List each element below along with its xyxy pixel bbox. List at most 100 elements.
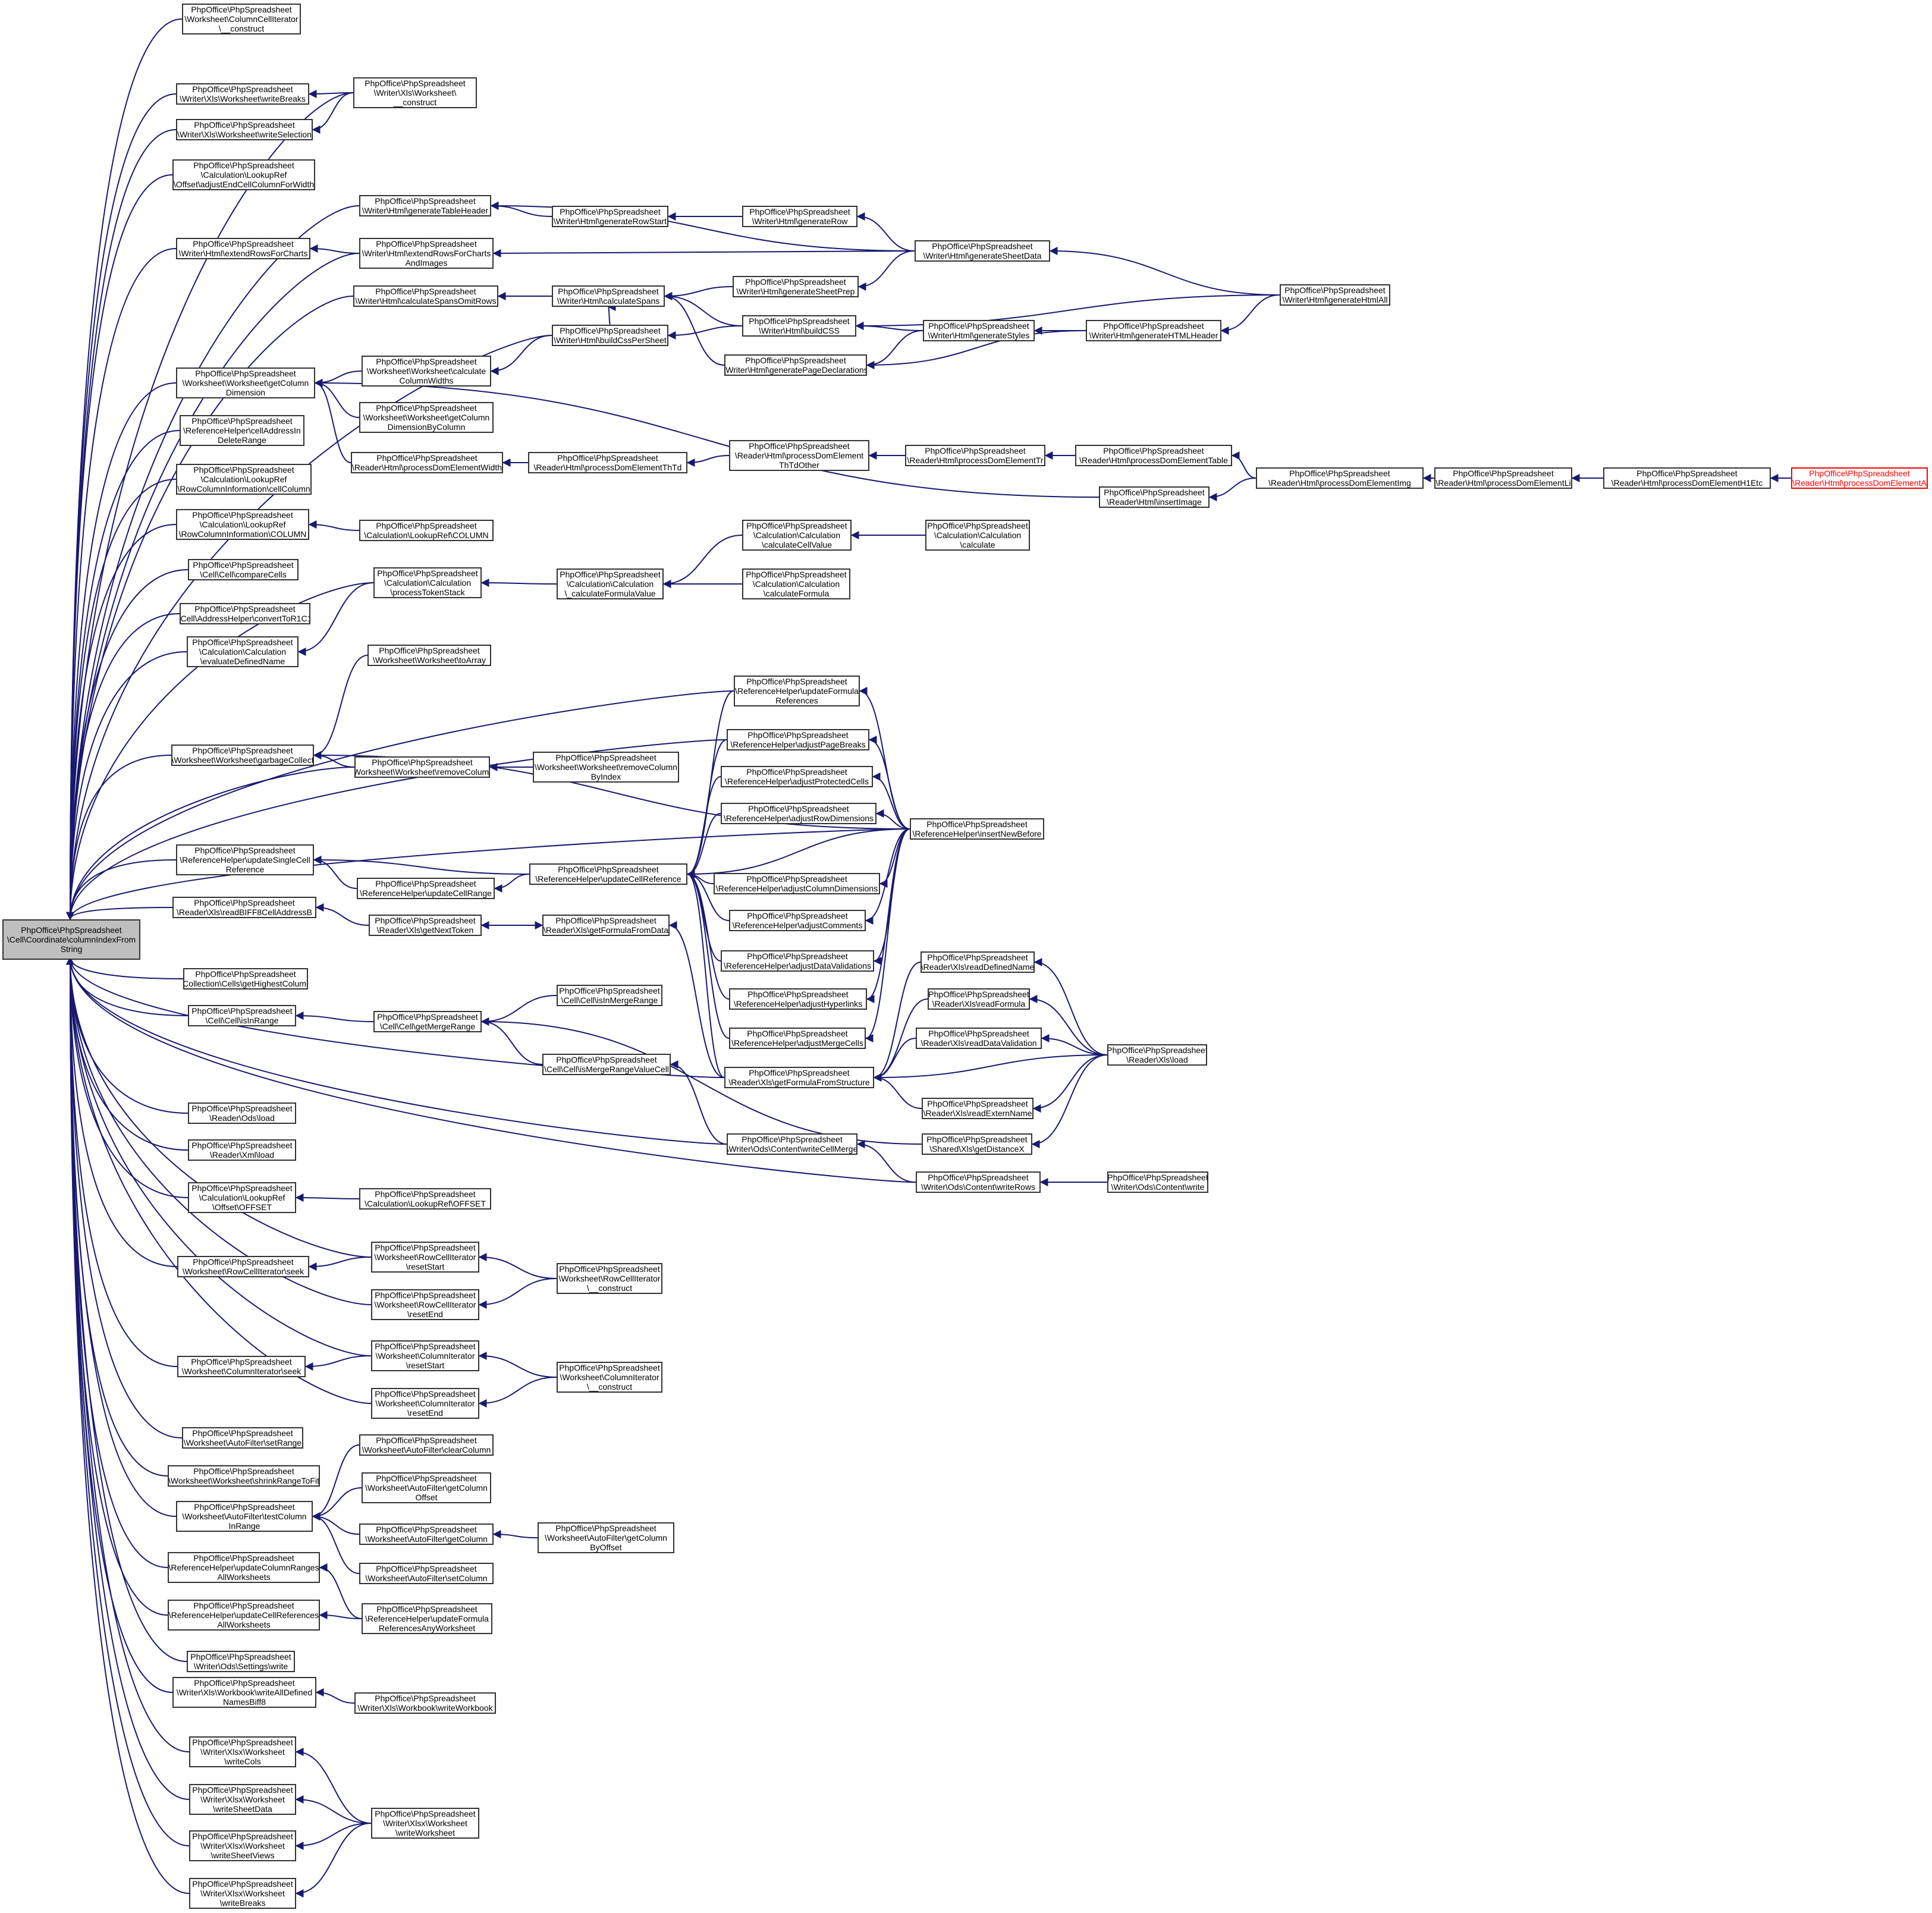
- graph-node[interactable]: PhpOffice\PhpSpreadsheet \ReferenceHelpe…: [729, 910, 866, 931]
- graph-node[interactable]: PhpOffice\PhpSpreadsheet \Worksheet\Auto…: [538, 1522, 674, 1553]
- graph-node[interactable]: PhpOffice\PhpSpreadsheet \Worksheet\Colu…: [182, 4, 301, 34]
- graph-node[interactable]: PhpOffice\PhpSpreadsheet \ReferenceHelpe…: [180, 415, 304, 446]
- graph-node[interactable]: PhpOffice\PhpSpreadsheet \Reader\Html\pr…: [1434, 467, 1572, 489]
- graph-node[interactable]: PhpOffice\PhpSpreadsheet \Reader\Xls\get…: [724, 1067, 874, 1088]
- graph-node[interactable]: PhpOffice\PhpSpreadsheet \ReferenceHelpe…: [721, 950, 874, 972]
- graph-node[interactable]: PhpOffice\PhpSpreadsheet \Reader\Xls\get…: [542, 915, 670, 936]
- graph-node[interactable]: PhpOffice\PhpSpreadsheet \Writer\Html\ca…: [353, 285, 498, 307]
- graph-node[interactable]: PhpOffice\PhpSpreadsheet \ReferenceHelpe…: [357, 878, 495, 899]
- graph-node[interactable]: PhpOffice\PhpSpreadsheet \Writer\Html\ge…: [359, 195, 491, 216]
- graph-node[interactable]: PhpOffice\PhpSpreadsheet \Reader\Html\pr…: [528, 452, 687, 473]
- graph-node[interactable]: PhpOffice\PhpSpreadsheet \Writer\Xlsx\Wo…: [189, 1830, 296, 1861]
- graph-node[interactable]: PhpOffice\PhpSpreadsheet \Writer\Xls\Wor…: [172, 1677, 316, 1708]
- graph-node[interactable]: PhpOffice\PhpSpreadsheet \ReferenceHelpe…: [721, 766, 873, 787]
- graph-node[interactable]: PhpOffice\PhpSpreadsheet \ReferenceHelpe…: [910, 818, 1044, 840]
- graph-node[interactable]: PhpOffice\PhpSpreadsheet \Calculation\Lo…: [172, 159, 315, 190]
- graph-node[interactable]: PhpOffice\PhpSpreadsheet \Worksheet\Work…: [533, 752, 679, 783]
- graph-node[interactable]: PhpOffice\PhpSpreadsheet \Writer\Html\ge…: [724, 354, 867, 376]
- graph-node[interactable]: PhpOffice\PhpSpreadsheet \Worksheet\Colu…: [177, 1356, 306, 1377]
- graph-node[interactable]: PhpOffice\PhpSpreadsheet \Writer\Xlsx\Wo…: [189, 1878, 296, 1909]
- graph-node[interactable]: PhpOffice\PhpSpreadsheet \Calculation\Ca…: [557, 568, 664, 599]
- graph-node[interactable]: PhpOffice\PhpSpreadsheet \Writer\Xls\Wor…: [176, 119, 313, 140]
- graph-node[interactable]: PhpOffice\PhpSpreadsheet \Worksheet\RowC…: [371, 1242, 479, 1273]
- graph-node[interactable]: PhpOffice\PhpSpreadsheet \Writer\Xlsx\Wo…: [189, 1736, 296, 1767]
- graph-node[interactable]: PhpOffice\PhpSpreadsheet \Calculation\Lo…: [176, 464, 312, 495]
- graph-node[interactable]: PhpOffice\PhpSpreadsheet \Writer\Html\bu…: [552, 325, 668, 346]
- graph-node[interactable]: PhpOffice\PhpSpreadsheet \Worksheet\Colu…: [371, 1340, 479, 1371]
- graph-node[interactable]: PhpOffice\PhpSpreadsheet \Worksheet\Work…: [168, 1465, 320, 1487]
- graph-node[interactable]: PhpOffice\PhpSpreadsheet \Worksheet\Auto…: [359, 1524, 494, 1545]
- graph-node[interactable]: PhpOffice\PhpSpreadsheet \ReferenceHelpe…: [176, 844, 314, 875]
- graph-node[interactable]: PhpOffice\PhpSpreadsheet \Cell\Cell\isMe…: [542, 1054, 671, 1075]
- graph-node[interactable]: PhpOffice\PhpSpreadsheet \Worksheet\Work…: [171, 745, 314, 766]
- graph-node[interactable]: PhpOffice\PhpSpreadsheet \Worksheet\Auto…: [359, 1434, 494, 1456]
- graph-node[interactable]: PhpOffice\PhpSpreadsheet \Worksheet\Work…: [354, 756, 490, 778]
- graph-node[interactable]: PhpOffice\PhpSpreadsheet \Calculation\Lo…: [188, 1182, 296, 1213]
- graph-node[interactable]: PhpOffice\PhpSpreadsheet \Reader\Html\in…: [1099, 486, 1210, 508]
- graph-node[interactable]: PhpOffice\PhpSpreadsheet \Calculation\Lo…: [359, 1188, 491, 1210]
- graph-node[interactable]: PhpOffice\PhpSpreadsheet \ReferenceHelpe…: [168, 1600, 320, 1631]
- graph-node[interactable]: PhpOffice\PhpSpreadsheet \Calculation\Ca…: [373, 567, 482, 598]
- graph-node[interactable]: PhpOffice\PhpSpreadsheet \ReferenceHelpe…: [529, 863, 687, 885]
- graph-node[interactable]: PhpOffice\PhpSpreadsheet \Collection\Cel…: [183, 968, 308, 990]
- graph-node[interactable]: PhpOffice\PhpSpreadsheet \Writer\Xlsx\Wo…: [189, 1784, 296, 1815]
- graph-node[interactable]: PhpOffice\PhpSpreadsheet \Calculation\Lo…: [176, 509, 309, 540]
- graph-node[interactable]: PhpOffice\PhpSpreadsheet \Writer\Ods\Con…: [1107, 1171, 1208, 1193]
- graph-node[interactable]: PhpOffice\PhpSpreadsheet \Reader\Xls\loa…: [1107, 1044, 1207, 1066]
- root-node[interactable]: PhpOffice\PhpSpreadsheet \Cell\Coordinat…: [2, 919, 140, 960]
- graph-node[interactable]: PhpOffice\PhpSpreadsheet \Calculation\Ca…: [187, 636, 299, 667]
- graph-node[interactable]: PhpOffice\PhpSpreadsheet \Writer\Xls\Wor…: [353, 77, 477, 108]
- graph-node[interactable]: PhpOffice\PhpSpreadsheet \ReferenceHelpe…: [714, 873, 880, 894]
- graph-node[interactable]: PhpOffice\PhpSpreadsheet \Writer\Xlsx\Wo…: [371, 1808, 479, 1839]
- graph-node[interactable]: PhpOffice\PhpSpreadsheet \Reader\Xls\rea…: [921, 951, 1035, 973]
- graph-node[interactable]: PhpOffice\PhpSpreadsheet \Reader\Xls\rea…: [928, 988, 1030, 1010]
- graph-node[interactable]: PhpOffice\PhpSpreadsheet \Writer\Xls\Wor…: [176, 83, 309, 105]
- graph-node[interactable]: PhpOffice\PhpSpreadsheet \ReferenceHelpe…: [734, 676, 860, 706]
- graph-node[interactable]: PhpOffice\PhpSpreadsheet \Cell\Cell\comp…: [188, 559, 299, 580]
- graph-node[interactable]: PhpOffice\PhpSpreadsheet \Reader\Html\pr…: [729, 440, 869, 471]
- graph-node[interactable]: PhpOffice\PhpSpreadsheet \Calculation\Ca…: [742, 520, 852, 551]
- graph-node[interactable]: PhpOffice\PhpSpreadsheet \Worksheet\Colu…: [557, 1362, 662, 1393]
- graph-node[interactable]: PhpOffice\PhpSpreadsheet \Worksheet\Auto…: [359, 1563, 494, 1584]
- graph-node[interactable]: PhpOffice\PhpSpreadsheet \Cell\Cell\isIn…: [188, 1005, 296, 1026]
- graph-node[interactable]: PhpOffice\PhpSpreadsheet \Worksheet\Work…: [359, 402, 494, 433]
- graph-node[interactable]: PhpOffice\PhpSpreadsheet \Writer\Xls\Wor…: [354, 1692, 496, 1714]
- graph-node[interactable]: PhpOffice\PhpSpreadsheet \Reader\Xls\rea…: [916, 1028, 1042, 1049]
- graph-node[interactable]: PhpOffice\PhpSpreadsheet \Reader\Xls\get…: [369, 915, 482, 936]
- graph-node[interactable]: PhpOffice\PhpSpreadsheet \Calculation\Lo…: [359, 520, 494, 541]
- graph-node[interactable]: PhpOffice\PhpSpreadsheet \Cell\Cell\isIn…: [557, 985, 662, 1006]
- graph-node[interactable]: PhpOffice\PhpSpreadsheet \Writer\Html\bu…: [742, 315, 856, 337]
- graph-node[interactable]: PhpOffice\PhpSpreadsheet \Reader\Xls\rea…: [172, 897, 316, 918]
- graph-node[interactable]: PhpOffice\PhpSpreadsheet \Writer\Html\ca…: [552, 285, 665, 307]
- graph-node[interactable]: PhpOffice\PhpSpreadsheet \Worksheet\Colu…: [371, 1388, 479, 1419]
- graph-node[interactable]: PhpOffice\PhpSpreadsheet \Reader\Html\pr…: [351, 452, 503, 473]
- graph-node[interactable]: PhpOffice\PhpSpreadsheet \ReferenceHelpe…: [362, 1603, 492, 1634]
- graph-node[interactable]: PhpOffice\PhpSpreadsheet \Reader\Xml\loa…: [188, 1139, 296, 1161]
- graph-node[interactable]: PhpOffice\PhpSpreadsheet \Reader\Html\pr…: [1256, 467, 1424, 489]
- graph-node[interactable]: PhpOffice\PhpSpreadsheet \Shared\Xls\get…: [922, 1133, 1032, 1155]
- graph-node[interactable]: PhpOffice\PhpSpreadsheet \Writer\Html\ge…: [552, 206, 668, 227]
- graph-node[interactable]: PhpOffice\PhpSpreadsheet \ReferenceHelpe…: [168, 1552, 320, 1583]
- graph-node[interactable]: PhpOffice\PhpSpreadsheet \Calculation\Ca…: [925, 520, 1030, 551]
- graph-node[interactable]: PhpOffice\PhpSpreadsheet \Worksheet\Work…: [176, 367, 315, 398]
- graph-node[interactable]: PhpOffice\PhpSpreadsheet \Reader\Html\pr…: [1603, 467, 1771, 489]
- graph-node[interactable]: PhpOffice\PhpSpreadsheet \Cell\Cell\getM…: [373, 1011, 482, 1032]
- graph-node[interactable]: PhpOffice\PhpSpreadsheet \Reader\Xls\rea…: [922, 1098, 1033, 1119]
- graph-node[interactable]: PhpOffice\PhpSpreadsheet \Writer\Html\ex…: [359, 238, 494, 269]
- graph-node[interactable]: PhpOffice\PhpSpreadsheet \Worksheet\RowC…: [177, 1256, 309, 1277]
- graph-node[interactable]: PhpOffice\PhpSpreadsheet \Writer\Html\ex…: [176, 238, 310, 259]
- graph-node[interactable]: PhpOffice\PhpSpreadsheet \Worksheet\Work…: [362, 356, 491, 387]
- graph-node[interactable]: PhpOffice\PhpSpreadsheet \Worksheet\RowC…: [557, 1263, 662, 1294]
- graph-node[interactable]: PhpOffice\PhpSpreadsheet \Writer\Html\ge…: [923, 320, 1035, 341]
- graph-node[interactable]: PhpOffice\PhpSpreadsheet \ReferenceHelpe…: [721, 803, 877, 824]
- graph-node[interactable]: PhpOffice\PhpSpreadsheet \Calculation\Ca…: [742, 568, 850, 599]
- graph-node[interactable]: PhpOffice\PhpSpreadsheet \Reader\Html\pr…: [1791, 467, 1928, 489]
- graph-node[interactable]: PhpOffice\PhpSpreadsheet \Writer\Html\ge…: [915, 240, 1050, 262]
- graph-node[interactable]: PhpOffice\PhpSpreadsheet \Worksheet\Auto…: [362, 1472, 491, 1503]
- graph-node[interactable]: PhpOffice\PhpSpreadsheet \Reader\Ods\loa…: [188, 1102, 296, 1124]
- graph-node[interactable]: PhpOffice\PhpSpreadsheet \Worksheet\RowC…: [371, 1289, 479, 1320]
- graph-node[interactable]: PhpOffice\PhpSpreadsheet \Writer\Html\ge…: [1086, 320, 1221, 341]
- graph-node[interactable]: PhpOffice\PhpSpreadsheet \Worksheet\Auto…: [176, 1501, 313, 1532]
- graph-node[interactable]: PhpOffice\PhpSpreadsheet \Writer\Ods\Con…: [727, 1133, 857, 1155]
- graph-node[interactable]: PhpOffice\PhpSpreadsheet \Writer\Html\ge…: [742, 206, 857, 227]
